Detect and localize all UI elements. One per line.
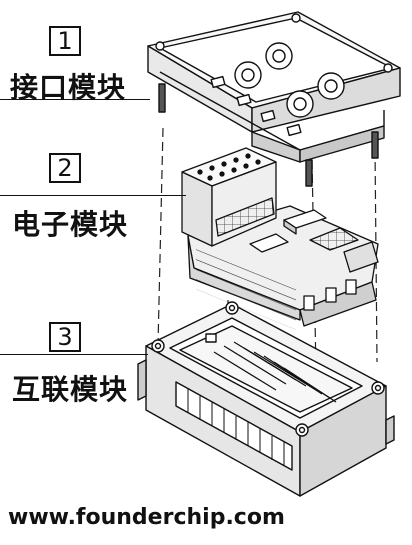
callout-number-2: 2: [49, 153, 81, 183]
leader-line-2: [0, 195, 186, 196]
callout-number-3: 3: [49, 322, 81, 352]
callout-label-electronics-module: 电子模块: [12, 208, 129, 241]
leader-line-1: [0, 99, 150, 100]
leader-line-3: [0, 354, 148, 355]
interface-module-drawing: [147, 11, 401, 187]
electronics-module-drawing: [181, 147, 379, 330]
callout-number-1: 1: [49, 26, 81, 56]
website-footer: www.founderchip.com: [8, 505, 285, 530]
callout-label-interface-module: 接口模块: [10, 71, 127, 104]
callout-label-interconnect-module: 互联模块: [12, 373, 129, 406]
interconnect-module-drawing: [137, 301, 395, 497]
